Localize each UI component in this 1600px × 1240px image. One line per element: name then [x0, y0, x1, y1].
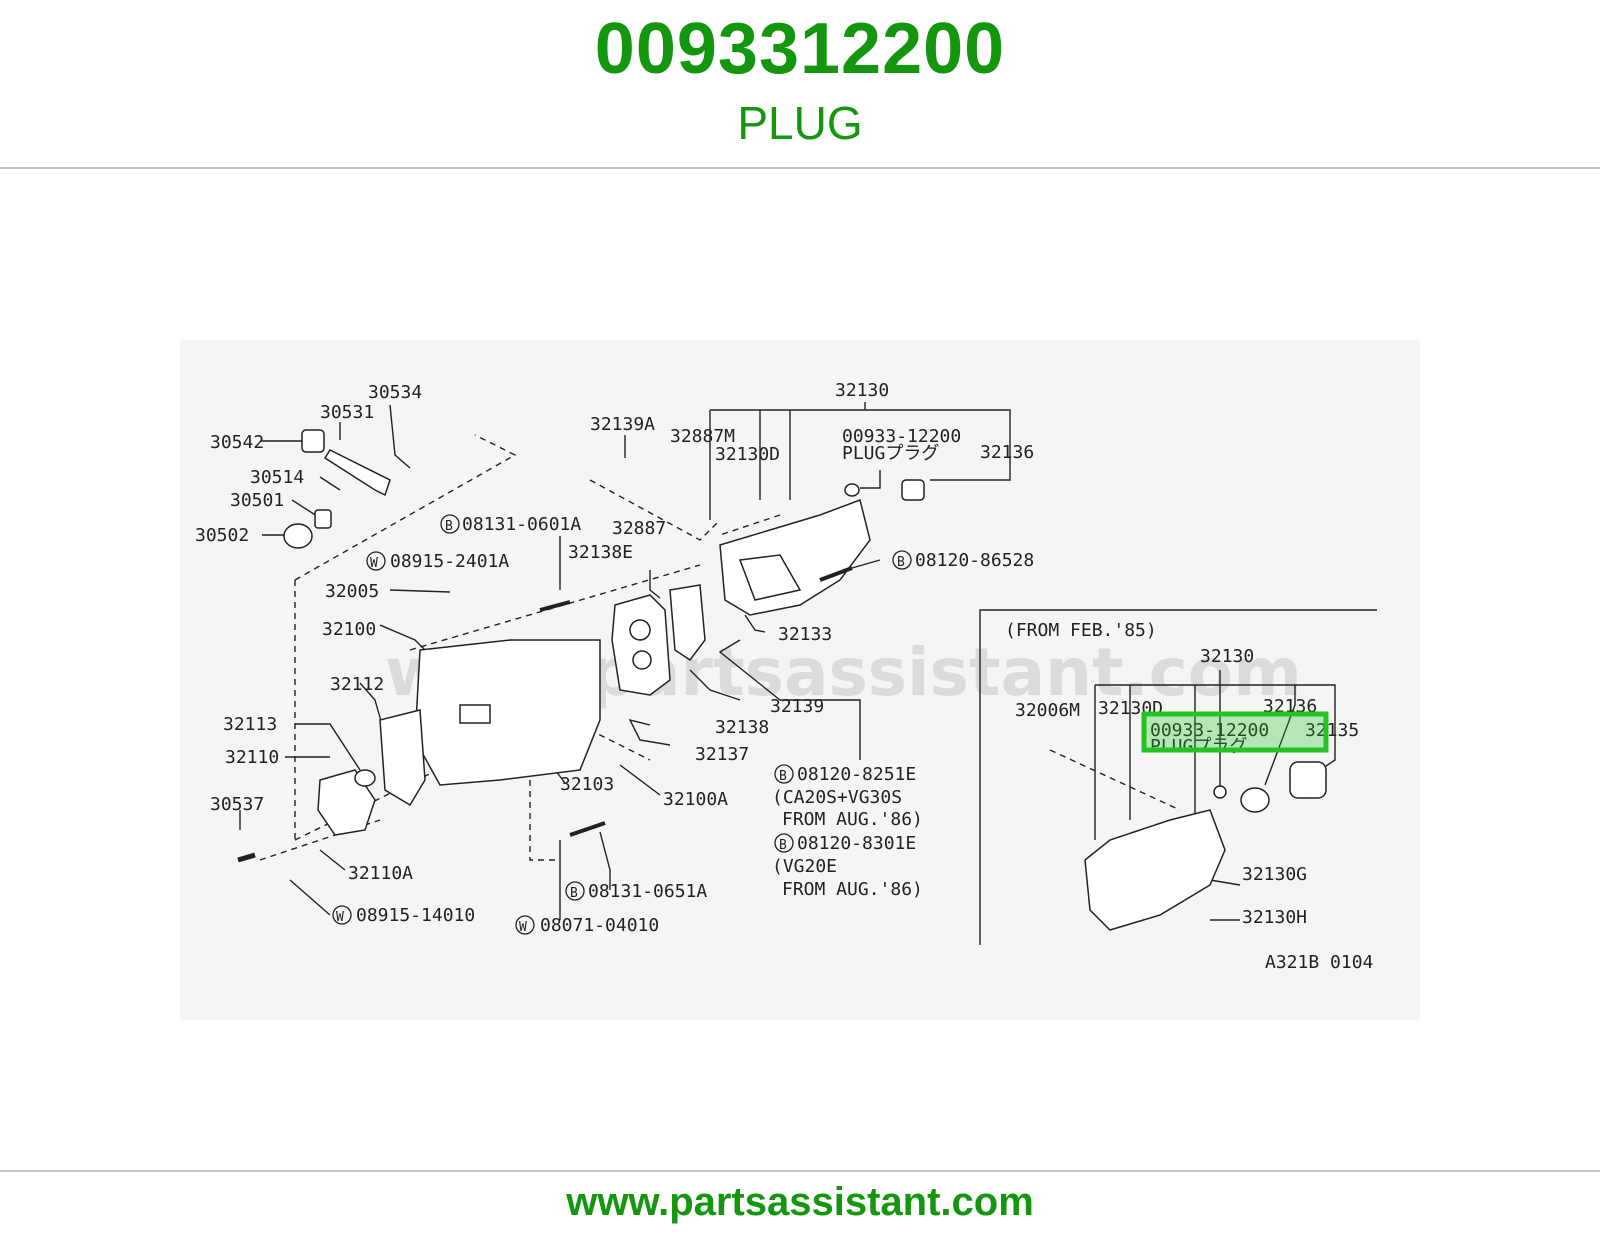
part-32887 [669, 584, 706, 662]
bolt-08131-0651A [569, 821, 606, 837]
label-32100A: 32100A [663, 789, 728, 810]
inset-label-00933-12200: 00933-12200 [1150, 720, 1269, 741]
label-32136: 32136 [980, 442, 1034, 463]
part-32100-body [510, 639, 601, 771]
inset-from-feb85: (FROM FEB.'85) [1005, 620, 1157, 641]
label-30502: 30502 [195, 525, 249, 546]
circle-b-4: B [779, 838, 787, 853]
part-32113 [354, 769, 376, 787]
circle-b-2: B [897, 555, 905, 570]
label-32133: 32133 [778, 624, 832, 645]
part-32130-extension [719, 499, 871, 616]
inset-plug [1213, 785, 1227, 799]
circle-w-1: W [370, 556, 378, 571]
label-30514: 30514 [250, 467, 304, 488]
label-32103: 32103 [560, 774, 614, 795]
label-30501: 30501 [230, 490, 284, 511]
site-url-footer[interactable]: www.partsassistant.com [566, 1180, 1034, 1224]
label-32112: 32112 [330, 674, 384, 695]
circle-b-3: B [779, 769, 787, 784]
label-32138E: 32138E [568, 542, 633, 563]
label-32130: 32130 [835, 380, 889, 401]
label-08915-2401A: 08915-2401A [390, 551, 509, 572]
part-30531 [323, 449, 391, 497]
label-08131-0601A: 08131-0601A [462, 514, 581, 535]
label-32113: 32113 [223, 714, 277, 735]
part-30501 [314, 509, 332, 529]
footer-divider [0, 1170, 1600, 1172]
part-00933-12200-plug [844, 483, 860, 497]
label-08120-86528: 08120-86528 [915, 550, 1034, 571]
inset-label-32130: 32130 [1200, 646, 1254, 667]
page-header: 0093312200 PLUG [0, 0, 1600, 168]
diagram-canvas: www.partsassistant.com [195, 380, 1377, 973]
label-00933-12200: 00933-12200 [842, 426, 961, 447]
label-plug-jp: PLUGプラグ [842, 443, 939, 464]
label-30534: 30534 [368, 382, 422, 403]
note-vg20e: (VG20E [772, 856, 837, 877]
inset-part-32135 [1289, 761, 1327, 799]
exploded-parts-diagram: www.partsassistant.com [180, 340, 1420, 1020]
inset-label-32130H: 32130H [1242, 907, 1307, 928]
part-30537 [237, 852, 256, 863]
inset-label-32130G: 32130G [1242, 864, 1307, 885]
diagram-ref-code: A321B 0104 [1265, 952, 1373, 973]
note-from-aug86-a: FROM AUG.'86) [782, 809, 923, 830]
label-08915-14010: 08915-14010 [356, 905, 475, 926]
label-08120-8251E: 08120-8251E [797, 764, 916, 785]
circle-b-5: B [570, 886, 578, 901]
bolt-08131-0601A [539, 600, 571, 612]
label-08120-8301E: 08120-8301E [797, 833, 916, 854]
label-32139: 32139 [770, 696, 824, 717]
label-08131-0651A: 08131-0651A [588, 881, 707, 902]
part-32112 [379, 709, 426, 807]
label-32100: 32100 [322, 619, 376, 640]
inset-part-32136 [1240, 787, 1270, 813]
label-08071-04010: 08071-04010 [540, 915, 659, 936]
part-30542 [301, 429, 325, 453]
label-30537: 30537 [210, 794, 264, 815]
part-number-title: 0093312200 [594, 9, 1006, 89]
part-32110 [317, 769, 376, 836]
label-32130D: 32130D [715, 444, 780, 465]
part-32138 [611, 594, 671, 696]
label-30531: 30531 [320, 402, 374, 423]
bolt-08120-86528 [819, 566, 853, 582]
label-32110A: 32110A [348, 863, 413, 884]
part-30502 [283, 523, 313, 549]
part-highlight-box [1141, 711, 1329, 753]
label-32005: 32005 [325, 581, 379, 602]
circle-w-3: W [519, 920, 527, 935]
circle-b-1: B [445, 519, 453, 534]
label-32139A: 32139A [590, 414, 655, 435]
inset-part-32130 [1084, 809, 1226, 931]
leader-lines [239, 402, 1377, 945]
part-name-subtitle: PLUG [737, 97, 863, 149]
note-from-aug86-b: FROM AUG.'86) [782, 879, 923, 900]
note-ca20s-vg30s: (CA20S+VG30S [772, 787, 902, 808]
label-32887: 32887 [612, 518, 666, 539]
main-labels: 30534 30531 30542 30514 30501 30502 3213… [195, 380, 1034, 936]
inset-label-32135: 32135 [1305, 720, 1359, 741]
label-32138: 32138 [715, 717, 769, 738]
part-sketches [237, 429, 1327, 931]
header-divider [0, 167, 1600, 169]
label-32137: 32137 [695, 744, 749, 765]
label-32110: 32110 [225, 747, 279, 768]
case-window [459, 704, 491, 724]
inset-label-32006M: 32006M [1015, 700, 1080, 721]
part-32136 [901, 479, 925, 501]
label-30542: 30542 [210, 432, 264, 453]
label-32887M: 32887M [670, 426, 735, 447]
circle-w-2: W [336, 910, 344, 925]
